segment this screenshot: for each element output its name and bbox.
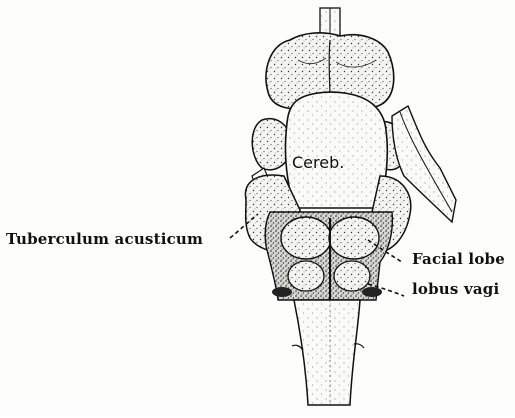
- right-vagal-nub: [362, 287, 382, 297]
- left-vagal-nub: [272, 287, 292, 297]
- tuberculum-acusticum-label: Tuberculum acusticum: [6, 230, 203, 248]
- cerebellum: [285, 92, 387, 208]
- facial-lobe-label: Facial lobe: [412, 250, 505, 268]
- cerebellum-label: Cereb.: [292, 153, 344, 172]
- spinal-cord: [292, 300, 364, 405]
- lobus-vagi-label: lobus vagi: [412, 280, 499, 298]
